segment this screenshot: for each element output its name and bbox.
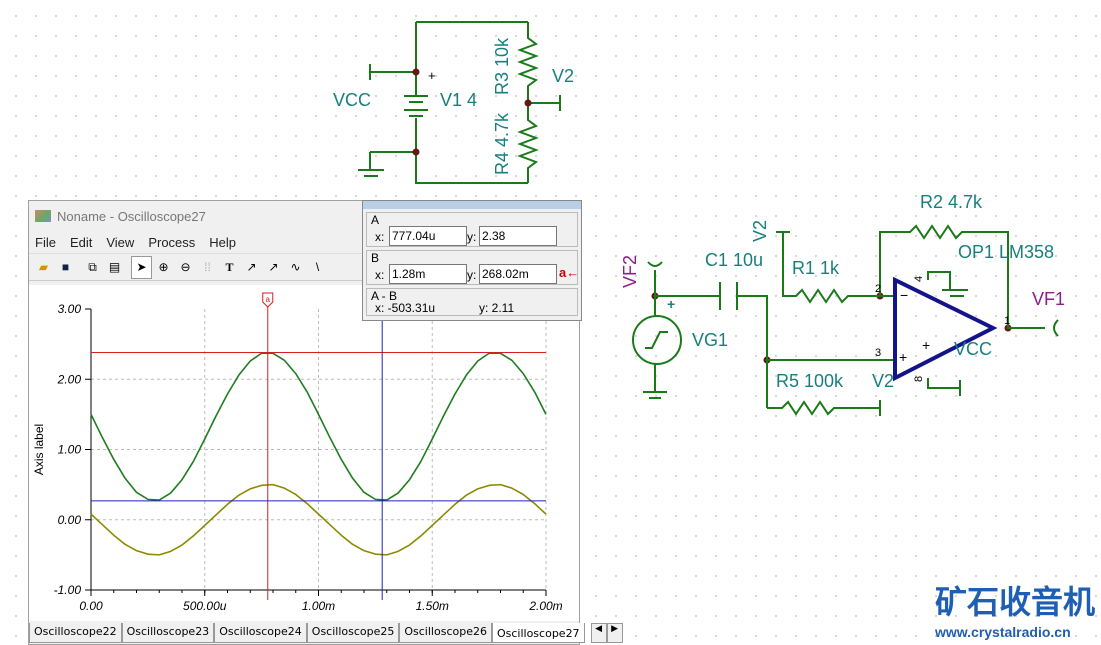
- battery-icon: [404, 95, 428, 117]
- plus-sign: +: [899, 349, 907, 365]
- label-c1: C1 10u: [705, 250, 763, 270]
- cursor-a-title: A: [371, 213, 380, 227]
- label-r2: R2 4.7k: [920, 192, 983, 212]
- watermark-title: 矿石收音机: [935, 583, 1095, 621]
- paste-icon[interactable]: ▤: [108, 260, 121, 274]
- copy-icon[interactable]: ⧉: [88, 259, 97, 274]
- minus-sign: −: [900, 287, 908, 303]
- tab-oscilloscope27[interactable]: Oscilloscope27: [491, 623, 585, 643]
- pointer-icon[interactable]: ➤: [131, 255, 152, 279]
- x-tick-label: 1.50m: [416, 599, 449, 613]
- pin-2: 2: [875, 283, 881, 295]
- cursor-b-x-field[interactable]: 1.28m: [389, 264, 467, 284]
- label-vg1: VG1: [692, 330, 728, 350]
- swap-cursor-button[interactable]: a←: [559, 265, 580, 280]
- cursor-diff-y: y: 2.11: [479, 301, 515, 315]
- cursor-b-group: B x: 1.28m y: 268.02m a←: [366, 250, 580, 285]
- cursor-b-y-field[interactable]: 268.02m: [479, 264, 557, 284]
- label-vf1: VF1: [1032, 289, 1065, 309]
- plus-sign-supply: +: [922, 337, 930, 353]
- curve-query-icon[interactable]: ↗: [268, 260, 279, 274]
- cursor-b-title: B: [371, 251, 380, 265]
- series-line-vf2: [90, 483, 547, 556]
- label-vf2: VF2: [620, 255, 640, 288]
- cursor-a-marker-label: a: [266, 295, 271, 304]
- label-r5: R5 100k: [776, 371, 844, 391]
- pin-4: 4: [913, 276, 925, 282]
- y-tick-label: 3.00: [58, 302, 82, 316]
- cursor-a-marker: [262, 292, 274, 308]
- menu-file[interactable]: File: [35, 234, 56, 250]
- label-v2-r1: V2: [750, 220, 770, 242]
- menu-help[interactable]: Help: [209, 234, 237, 250]
- open-folder-icon[interactable]: ▰: [38, 260, 49, 274]
- series-line-vf1: [90, 352, 547, 501]
- tab-oscilloscope24[interactable]: Oscilloscope24: [214, 623, 307, 643]
- label-v1: V1 4: [440, 90, 477, 110]
- oscilloscope-plot[interactable]: 0.00 500.00u 1.00m 1.50m 2.00m 3.00 2.00 1.00 0.…: [29, 285, 579, 621]
- app-icon: [35, 210, 51, 222]
- cursor-diff-group: A - B x: -503.31u y: 2.11: [366, 288, 578, 316]
- zoom-in-icon[interactable]: ⊕: [158, 260, 169, 274]
- label-r4: R4 4.7k: [492, 112, 512, 175]
- cursor-diff-x: x: -503.31u: [375, 301, 436, 315]
- label-v2: V2: [552, 66, 574, 86]
- menu-view[interactable]: View: [106, 234, 135, 250]
- toolbar: ▰ ■ ⧉ ▤ ➤ ⊕ ⊖ ⁞⁞ T ↗ ↗ ∿ \: [29, 253, 579, 281]
- cursor-a-group: A x: 777.04u y: 2.38: [366, 212, 578, 247]
- y-tick-label: 1.00: [58, 443, 82, 457]
- cursor-diff-title: A - B: [371, 289, 398, 303]
- watermark-url: www.crystalradio.cn: [934, 624, 1071, 640]
- label-r3: R3 10k: [492, 37, 512, 95]
- cursor-panel: A x: 777.04u y: 2.38 B x: 1.28m y: 268.0…: [362, 200, 582, 321]
- window-title: Noname - Oscilloscope27: [57, 208, 206, 224]
- tab-scroll-left[interactable]: ◀: [590, 623, 607, 643]
- y-tick-label: 0.00: [58, 513, 82, 527]
- capacitor-icon: [719, 282, 738, 310]
- label-vcc: VCC: [333, 90, 371, 110]
- curve-equation-icon[interactable]: ∿: [290, 260, 301, 274]
- cursor-a-y-label: y:: [467, 230, 477, 244]
- label-plus: +: [428, 68, 436, 83]
- zoom-out-icon[interactable]: ⊖: [180, 260, 191, 274]
- y-axis-label: Axis label: [32, 424, 46, 475]
- pin-1: 1: [1004, 315, 1010, 327]
- menu-process[interactable]: Process: [148, 234, 196, 250]
- x-tick-label: 2.00m: [528, 599, 562, 613]
- menu-edit[interactable]: Edit: [69, 234, 93, 250]
- cursor-panel-titlebar[interactable]: [363, 201, 581, 209]
- plus-sign-vg1: +: [667, 296, 675, 312]
- pin-8: 8: [913, 376, 925, 382]
- pin-3: 3: [875, 347, 881, 359]
- grid-icon[interactable]: ⁞⁞: [204, 260, 211, 274]
- text-icon[interactable]: T: [225, 259, 234, 274]
- tab-oscilloscope22[interactable]: Oscilloscope22: [29, 623, 122, 643]
- label-v2-op: V2: [872, 371, 894, 391]
- x-tick-label: 0.00: [79, 599, 103, 613]
- tab-oscilloscope26[interactable]: Oscilloscope26: [399, 623, 492, 643]
- tab-oscilloscope25[interactable]: Oscilloscope25: [306, 623, 400, 643]
- label-op1: OP1 LM358: [958, 242, 1054, 262]
- cursor-b-y-label: y:: [467, 268, 477, 282]
- save-icon[interactable]: ■: [61, 260, 70, 274]
- cursor-a-y-field[interactable]: 2.38: [479, 226, 557, 246]
- cursor-a-x-field[interactable]: 777.04u: [389, 226, 467, 246]
- tab-oscilloscope23[interactable]: Oscilloscope23: [121, 623, 215, 643]
- curve-tool-icon[interactable]: ↗: [246, 260, 257, 274]
- tab-bar: Oscilloscope22 Oscilloscope23 Oscillosco…: [29, 623, 623, 643]
- y-tick-label: -1.00: [54, 583, 82, 597]
- opamp-icon: [893, 276, 998, 382]
- tab-scroll-right[interactable]: ▶: [606, 623, 623, 643]
- x-tick-label: 500.00u: [183, 599, 227, 613]
- cursor-a-x-label: x:: [375, 230, 385, 244]
- x-tick-label: 1.00m: [302, 599, 335, 613]
- title-bar: Noname - Oscilloscope27: [29, 201, 579, 231]
- y-tick-label: 2.00: [57, 372, 82, 386]
- label-r1: R1 1k: [792, 258, 840, 278]
- menu-bar: File Edit View Process Help: [29, 231, 579, 253]
- label-vcc-op: VCC: [954, 339, 992, 359]
- cursor-b-x-label: x:: [375, 268, 385, 282]
- amplifier-circuit: [632, 224, 1059, 416]
- line-icon[interactable]: \: [315, 260, 320, 274]
